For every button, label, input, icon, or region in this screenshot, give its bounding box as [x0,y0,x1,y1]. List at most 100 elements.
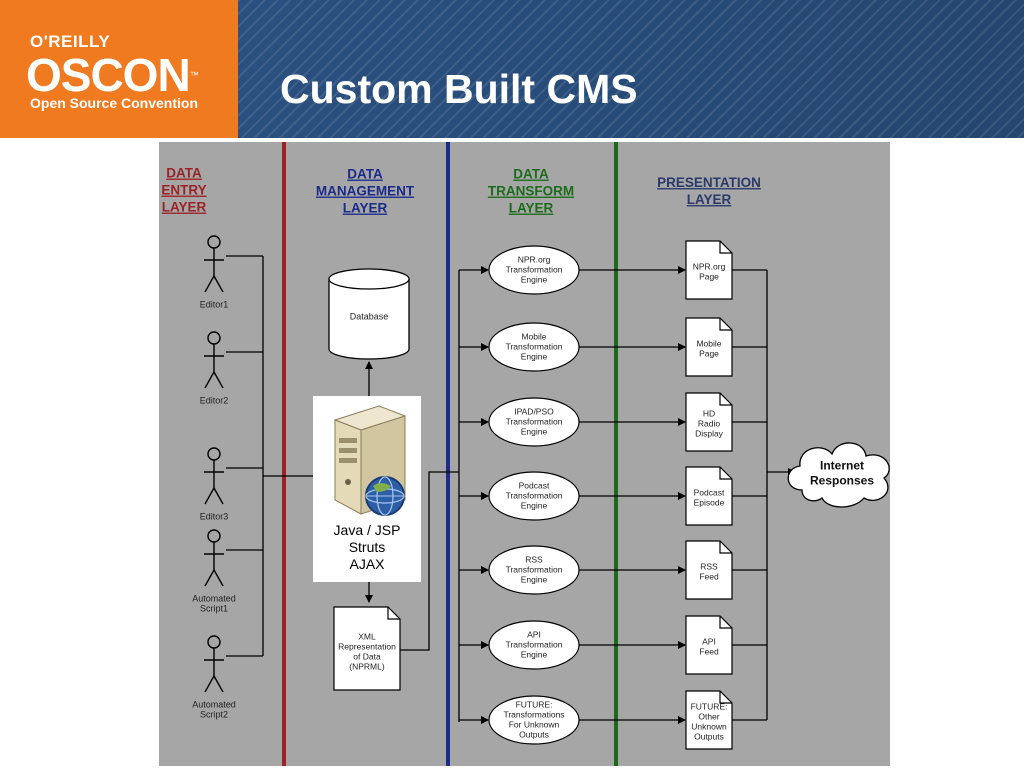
app-server: Java / JSP Struts AJAX [313,396,421,582]
engine-label: Transformations [503,709,564,719]
engine-label: Engine [521,649,548,659]
output-document-fold [719,467,732,480]
server-label: Java / JSP Struts AJAX [313,522,421,573]
transformation-engine [488,545,580,595]
server-icon [333,405,407,516]
xml-document-label: (NPRML) [349,661,385,671]
entry-layer-heading: DATA [166,166,202,181]
actor-icon [204,635,224,693]
xml-document-label: of Data [353,651,381,661]
engine-label: Engine [521,274,548,284]
output-label: API [702,636,716,646]
logo-trademark: ™ [189,70,199,80]
output-document [685,615,733,675]
xml-document-fold [387,607,400,620]
engine-label: RSS [525,554,543,564]
presentation-layer-heading: LAYER [687,192,732,207]
management-layer-heading: MANAGEMENT [316,184,415,199]
engine-label: Engine [521,574,548,584]
actor-head [207,635,221,649]
transformation-engine [488,471,580,521]
engine-label: Engine [521,351,548,361]
actor-leg [204,675,215,693]
actor-head [207,331,221,345]
database-label: Database [350,311,389,321]
actor-head [207,235,221,249]
output-document [685,240,733,300]
output-label: NPR.org [693,261,726,271]
engine-label: For Unknown [509,719,560,729]
engine-label: Engine [521,426,548,436]
actor-leg [204,569,215,587]
presentation-layer-heading: PRESENTATION [657,175,761,190]
engine-label: Transformation [506,639,563,649]
engine-label: Transformation [506,341,563,351]
transform-layer-heading: LAYER [509,201,554,216]
diagram-canvas: DATA ENTRY LAYER DATA MANAGEMENT LAYER DATA TRA… [161,142,890,766]
output-document [685,466,733,526]
output-label: Episode [694,497,725,507]
engine-label: Outputs [519,729,549,739]
logo-subtitle: Open Source Convention [30,95,199,111]
output-label: Display [695,428,724,438]
transform-layer-heading: TRANSFORM [488,184,574,199]
entry-layer-heading: LAYER [162,200,207,215]
output-label: RSS [700,561,718,571]
actor-label: Editor3 [200,511,229,521]
server-label-line: Struts [348,539,386,555]
engine-label: Transformation [506,416,563,426]
actor-icon [204,235,224,293]
output-label: Page [699,271,719,281]
entry-layer-heading: ENTRY [161,183,206,198]
engine-label: Mobile [521,331,546,341]
output-label: Outputs [694,731,724,741]
output-label: HD [703,408,715,418]
output-document-fold [719,691,732,704]
output-document-fold [719,616,732,629]
output-label: Mobile [696,338,721,348]
engine-label: Podcast [519,480,550,490]
transform-layer-heading: DATA [513,167,549,182]
actor-leg [213,275,224,293]
cloud-label: Internet [820,459,864,473]
internet-cloud [787,442,890,508]
output-label: FUTURE: [691,701,728,711]
transformation-engine [488,322,580,372]
actor-label: Script2 [200,709,228,719]
architecture-diagram: DATA ENTRY LAYER DATA MANAGEMENT LAYER DATA TRA… [159,142,890,766]
actor-label: Script1 [200,603,228,613]
logo-name-text: OSCON [26,49,191,101]
xml-to-bus-connector [400,471,459,651]
oscon-logo: O'REILLY OSCON™ Open Source Convention [0,0,238,138]
server-label-line: AJAX [349,556,385,572]
management-layer-heading: DATA [347,167,383,182]
actor-leg [213,569,224,587]
header-texture [238,0,1024,138]
xml-document-label: XML [358,631,376,641]
logo-publisher: O'REILLY [30,32,111,51]
actor-leg [204,487,215,505]
engine-label: API [527,629,541,639]
transformation-engine [488,695,580,745]
output-label: Podcast [694,487,725,497]
actor-label: Automated [192,699,236,709]
output-document [685,392,733,452]
xml-document-label: Representation [338,641,396,651]
output-document-fold [719,318,732,331]
transformation-engine [488,245,580,295]
output-document [685,317,733,377]
output-label: Radio [698,418,720,428]
output-label: Other [698,711,719,721]
actor-leg [213,371,224,389]
header-bar: Custom Built CMS [238,0,1024,138]
actor-icon [204,331,224,389]
actor-icon [204,529,224,587]
actor-leg [204,275,215,293]
actor-label: Editor2 [200,395,229,405]
output-document-fold [719,393,732,406]
actor-head [207,529,221,543]
engine-label: Transformation [506,490,563,500]
output-document-fold [719,541,732,554]
output-document [685,690,733,750]
management-layer-heading: LAYER [343,201,388,216]
